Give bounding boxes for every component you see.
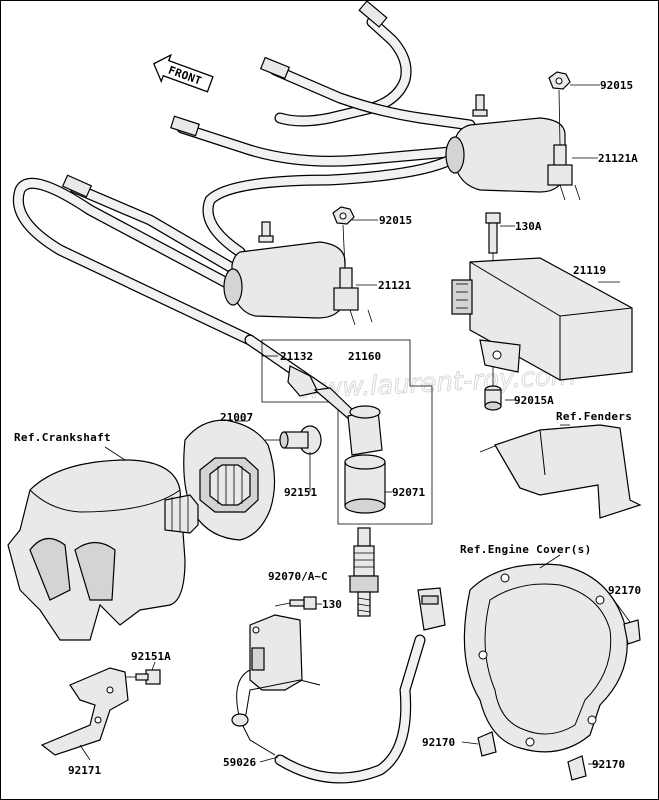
callout-59026: 59026: [223, 756, 256, 769]
callout-92071: 92071: [392, 486, 425, 499]
callout-92151: 92151: [284, 486, 317, 499]
callout-21132: 21132: [280, 350, 313, 363]
spark-plug: [349, 527, 379, 617]
spark-plug-cables: [12, 0, 476, 401]
callout-ref-engine-cover: Ref.Engine Cover(s): [460, 543, 592, 556]
callout-130: 130: [322, 598, 342, 611]
clamp-92170-right: [623, 619, 641, 645]
ignition-coil-rear: [445, 94, 581, 201]
callout-92015a: 92015A: [514, 394, 554, 407]
callout-ref-crankshaft: Ref.Crankshaft: [14, 431, 111, 444]
bracket-92171: [40, 667, 129, 756]
wire-harness: [231, 587, 446, 784]
callout-130a: 130A: [515, 220, 542, 233]
ic-igniter-21119: [451, 257, 633, 381]
callout-92151a: 92151A: [131, 650, 171, 663]
callout-21007: 21007: [220, 411, 253, 424]
callout-21121: 21121: [378, 279, 411, 292]
bolt-92151a: [125, 669, 161, 685]
callout-92015-mid: 92015: [379, 214, 412, 227]
front-arrow: FRONT: [152, 53, 214, 93]
callout-21121a: 21121A: [598, 152, 638, 165]
leader-lines: [79, 84, 631, 765]
callout-92170-bl: 92170: [422, 736, 455, 749]
ignition-coil-front: [223, 221, 373, 326]
ref-engine-cover-part: [463, 563, 628, 753]
callout-21119: 21119: [573, 264, 606, 277]
callout-92171: 92171: [68, 764, 101, 777]
callout-92070: 92070/A~C: [268, 570, 328, 583]
ref-fenders-part: [479, 424, 642, 519]
callout-92170-br: 92170: [592, 758, 625, 771]
clamp-92170-br: [567, 755, 587, 781]
bolt-92151: [265, 425, 322, 455]
callout-labels: 92015 21121A 92015 130A 21119 21121 2113…: [14, 79, 641, 777]
spark-plug-cap-assy: [261, 339, 433, 525]
nut-92015-mid: [332, 206, 355, 269]
pickup-coil: [249, 614, 303, 691]
callout-21160: 21160: [348, 350, 381, 363]
nut-92015-top: [548, 71, 571, 146]
callout-ref-fenders: Ref.Fenders: [556, 410, 632, 423]
crankshaft: [7, 459, 199, 641]
collar-92015a: [484, 385, 502, 411]
clamp-92170-bl: [477, 731, 497, 757]
bolt-130: [274, 596, 317, 610]
callout-92170-right: 92170: [608, 584, 641, 597]
callout-92015-top: 92015: [600, 79, 633, 92]
